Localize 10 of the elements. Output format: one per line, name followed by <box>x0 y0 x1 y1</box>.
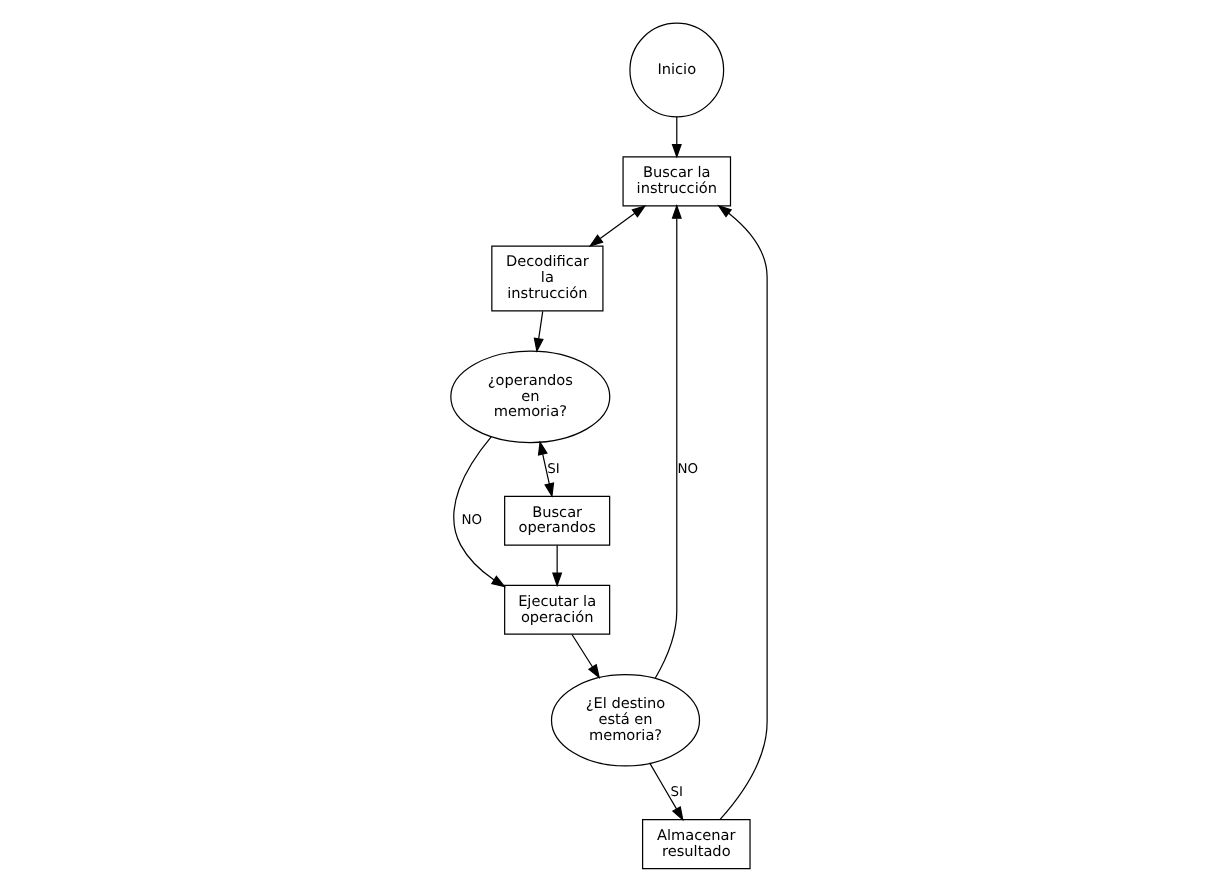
arrow <box>452 436 505 588</box>
arrow <box>716 204 767 821</box>
arrow <box>536 440 554 498</box>
arrow <box>670 116 681 159</box>
arrow <box>648 763 683 822</box>
arrow <box>653 204 681 679</box>
arrow <box>551 544 562 588</box>
arrow <box>570 633 600 679</box>
arrow <box>532 310 543 353</box>
arrow <box>587 204 646 247</box>
